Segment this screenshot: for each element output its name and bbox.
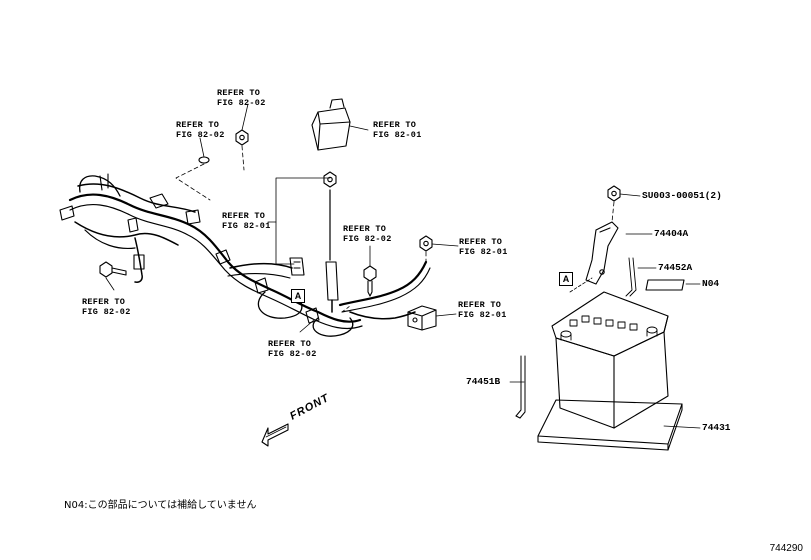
callout-line-1: REFER TO [268, 339, 312, 349]
callout-line-2: FIG 82-01 [459, 247, 508, 257]
callout-line-1: REFER TO [373, 120, 417, 130]
part-number-n04[interactable]: N04 [702, 278, 720, 289]
callout-line-2: FIG 82-01 [222, 221, 271, 231]
callout-line-1: REFER TO [222, 211, 266, 221]
callout-line-2: FIG 82-01 [373, 130, 422, 140]
callout-line-2: FIG 82-02 [217, 98, 266, 108]
wire-harness [59, 173, 431, 337]
screw-icon [363, 265, 377, 297]
terminal-clamp [407, 305, 437, 331]
callout-line-1: REFER TO [343, 224, 387, 234]
part-number-clamp[interactable]: 74404A [654, 228, 689, 239]
marker-a-harness: A [291, 289, 305, 303]
callout-line-2: FIG 82-01 [458, 310, 507, 320]
callout-refer-screw: REFER TO FIG 82-02 [343, 224, 392, 244]
battery [551, 291, 669, 429]
clamp-rod [625, 257, 637, 297]
callout-line-1: REFER TO [458, 300, 502, 310]
part-number-nut[interactable]: SU003-00051(2) [642, 190, 722, 201]
callout-refer-harness: REFER TO FIG 82-01 [222, 211, 271, 231]
callout-refer-relay: REFER TO FIG 82-01 [373, 120, 422, 140]
footnote: N04:この部品については補給していません [64, 500, 257, 511]
leader-lines [105, 103, 701, 429]
callout-line-1: REFER TO [82, 297, 126, 307]
callout-refer-terminal: REFER TO FIG 82-01 [459, 237, 508, 257]
front-arrow-icon [261, 423, 289, 447]
callout-refer-left-bolt: REFER TO FIG 82-02 [82, 297, 131, 317]
illustration-number: 744290 [769, 543, 803, 554]
callout-line-2: FIG 82-02 [343, 234, 392, 244]
washer-icon [198, 156, 210, 164]
callout-line-2: FIG 82-02 [176, 130, 225, 140]
callout-line-1: REFER TO [176, 120, 220, 130]
callout-line-1: REFER TO [217, 88, 261, 98]
j-bolt [515, 355, 526, 419]
battery-tray [537, 399, 683, 451]
callout-line-1: REFER TO [459, 237, 503, 247]
part-number-rod[interactable]: 74452A [658, 262, 693, 273]
relay-block [311, 98, 351, 151]
callout-line-2: FIG 82-02 [82, 307, 131, 317]
hold-down-clamp [585, 221, 619, 285]
bolt-icon [99, 261, 127, 278]
callout-refer-clamp: REFER TO FIG 82-01 [458, 300, 507, 320]
n04-pad [645, 279, 685, 291]
marker-a-battery: A [559, 272, 573, 286]
nut-icons [235, 129, 621, 252]
callout-refer-washer: REFER TO FIG 82-02 [176, 120, 225, 140]
callout-line-2: FIG 82-02 [268, 349, 317, 359]
part-number-bolt[interactable]: 74451B [466, 376, 501, 387]
callout-refer-bottom: REFER TO FIG 82-02 [268, 339, 317, 359]
callout-refer-top-nut: REFER TO FIG 82-02 [217, 88, 266, 108]
part-number-tray[interactable]: 74431 [702, 422, 731, 433]
